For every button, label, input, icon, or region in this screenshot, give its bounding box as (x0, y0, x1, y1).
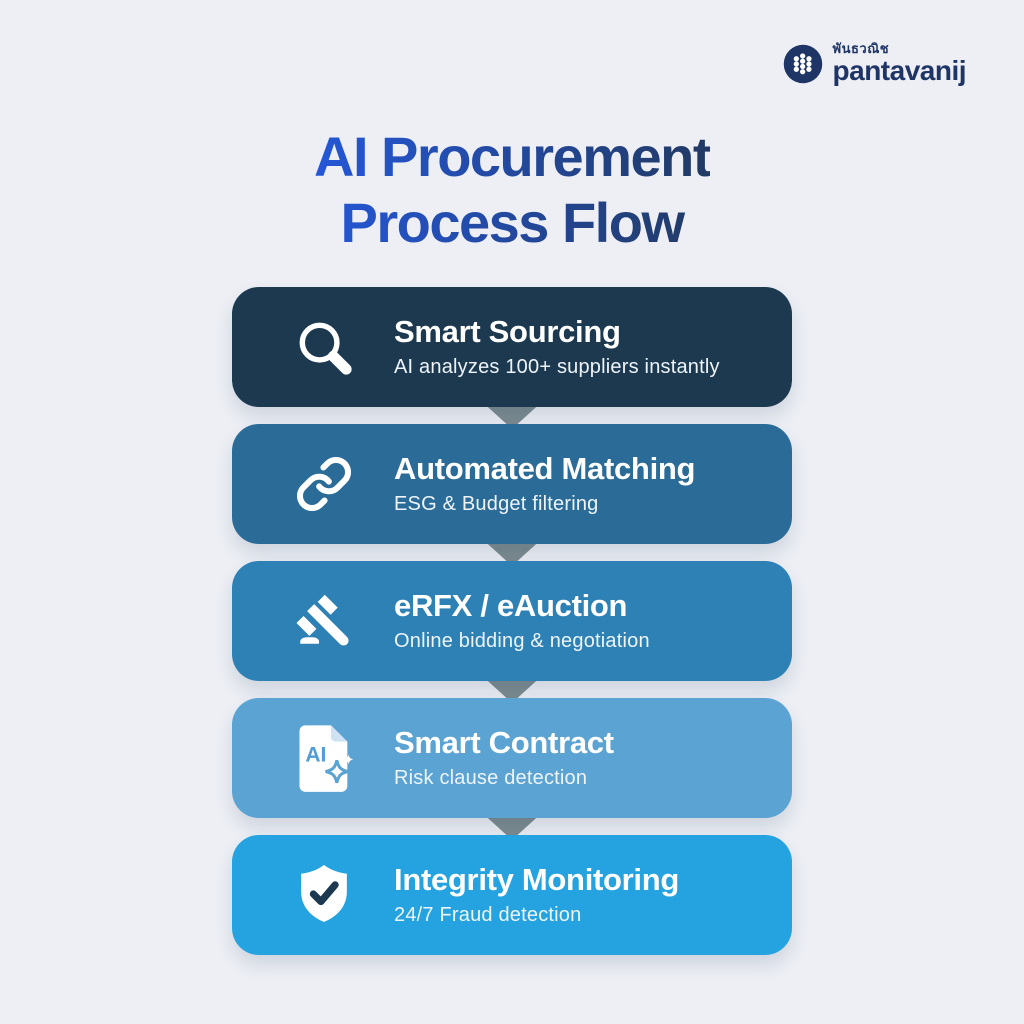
page-title: AI Procurement Process Flow (314, 124, 710, 256)
step-subtitle: Risk clause detection (394, 766, 588, 789)
brand-thai-text: พันธวณิช (832, 41, 890, 56)
step-title: Smart Contract (394, 725, 614, 761)
shield-check-icon (288, 862, 360, 928)
step-title: Integrity Monitoring (394, 862, 680, 898)
link-icon (288, 455, 360, 513)
svg-text:AI: AI (305, 744, 326, 767)
title-block: AI Procurement Process Flow (314, 124, 710, 256)
step-card-integrity-monitoring: Integrity Monitoring 24/7 Fraud detectio… (232, 835, 792, 955)
step-subtitle: AI analyzes 100+ suppliers instantly (394, 355, 720, 378)
step-subtitle: ESG & Budget filtering (394, 492, 599, 515)
page-title-line2: Process Flow (340, 191, 684, 254)
step-title: Automated Matching (394, 451, 696, 487)
process-flow: Smart Sourcing AI analyzes 100+ supplier… (232, 287, 792, 972)
step-card-smart-sourcing: Smart Sourcing AI analyzes 100+ supplier… (232, 287, 792, 407)
ai-document-icon: AI (288, 723, 360, 793)
brand-name-text: pantavanij (832, 55, 967, 86)
page-title-line1: AI Procurement (314, 125, 710, 188)
dots-circle-icon (782, 43, 824, 85)
step-card-smart-contract: AI Smart Contract Risk clause detection (232, 698, 792, 818)
brand-logo: พันธวณิช pantavanij (782, 41, 967, 86)
step-title: eRFX / eAuction (394, 588, 628, 624)
step-subtitle: 24/7 Fraud detection (394, 903, 582, 926)
search-icon (288, 316, 360, 378)
step-card-erfx-eauction: eRFX / eAuction Online bidding & negotia… (232, 561, 792, 681)
step-card-automated-matching: Automated Matching ESG & Budget filterin… (232, 424, 792, 544)
gavel-icon (288, 591, 360, 651)
step-subtitle: Online bidding & negotiation (394, 629, 650, 652)
step-title: Smart Sourcing (394, 314, 621, 350)
